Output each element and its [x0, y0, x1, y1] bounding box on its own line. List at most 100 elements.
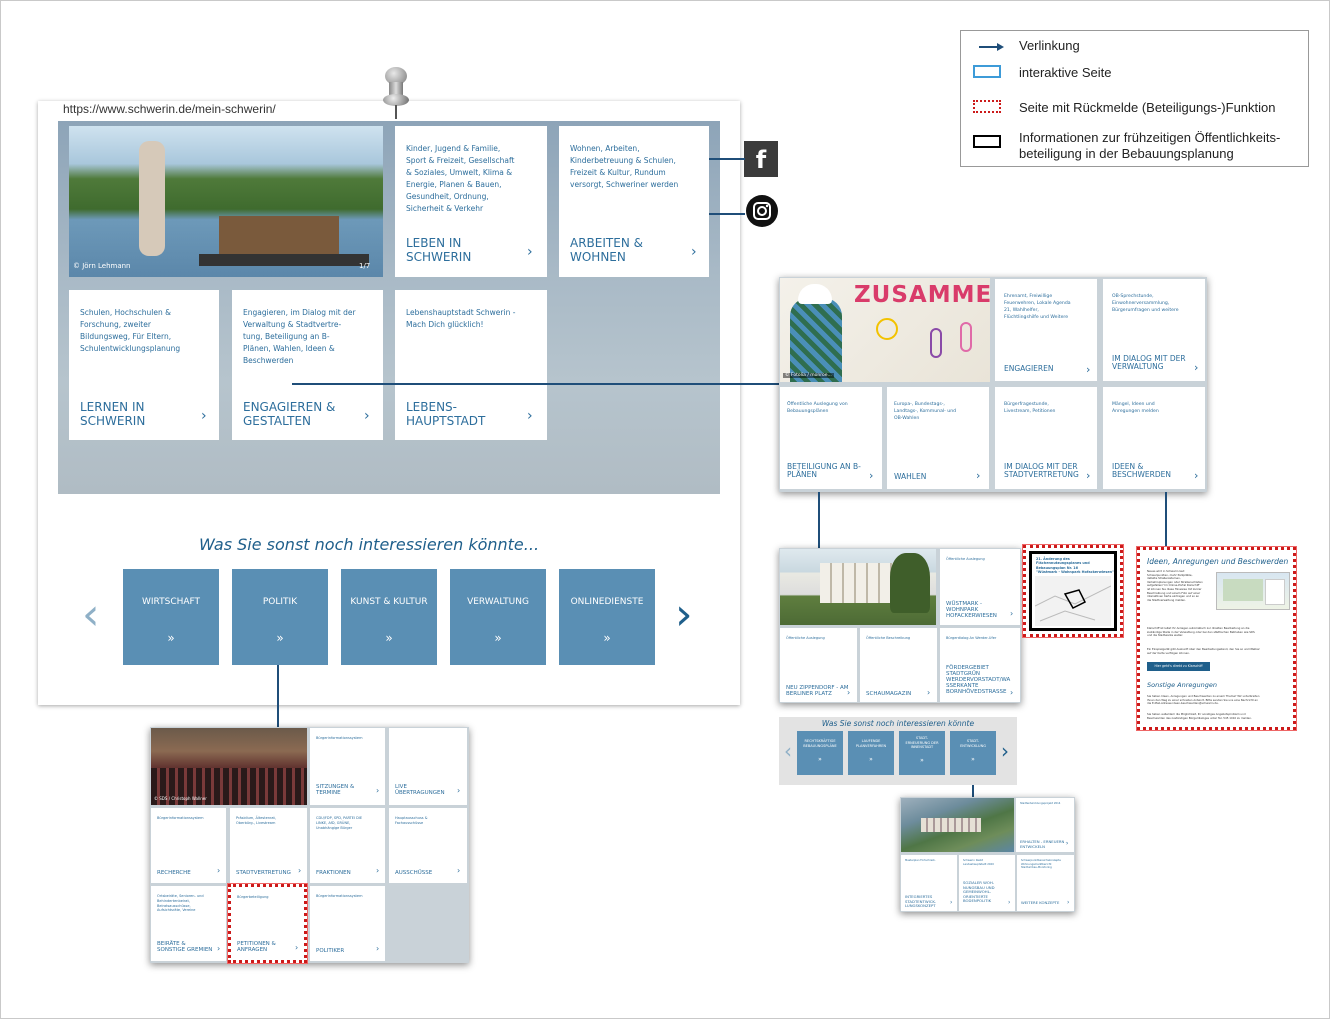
- chevron-right-icon: ›: [527, 408, 533, 424]
- facebook-icon[interactable]: f: [744, 141, 778, 177]
- tile-fraktionen[interactable]: CDU/FDP, SPD, PARTEI DIE LINKE, AfD, GRÜ…: [310, 808, 385, 883]
- tile-title: IM DIALOG MIT DER STADTVERTRETUNG: [1004, 462, 1079, 479]
- instagram-icon[interactable]: [745, 194, 779, 228]
- category-label: KUNST & KULTUR: [350, 597, 428, 607]
- tile-arbeiten-wohnen[interactable]: Wohnen, Arbeiten, Kinderbetreuung & Schu…: [559, 126, 709, 277]
- tile-lernen-in-schwerin[interactable]: Schulen, Hochschulen & Forschung, zweite…: [69, 290, 219, 440]
- tile-dialog-stadtvertretung[interactable]: Bürgerfragestunde, Livestream, Petitione…: [995, 387, 1097, 489]
- category-label: LAUFENDE PLANVERFAHREN: [855, 739, 887, 748]
- tile-title: AUSSCHÜSSE: [395, 870, 433, 876]
- carousel-prev-icon[interactable]: ‹: [784, 739, 792, 763]
- tile-title: ENGAGIEREN & GESTALTEN: [243, 400, 336, 428]
- tile-engagieren[interactable]: Ehrenamt, Freiwillige Feuerwehren, Lokal…: [995, 279, 1097, 381]
- photo-credit: © SDS / Christoph Wallner: [154, 796, 207, 801]
- link-line: [818, 492, 820, 548]
- tile-title: WÜSTMARK - WOHNPARK HOFACKERWIESEN: [946, 601, 997, 619]
- tile-desc: CDU/FDP, SPD, PARTEI DIE LINKE, AfD, GRÜ…: [316, 816, 363, 830]
- legend-feedback-label: Seite mit Rückmelde (Beteiligungs-)Funkt…: [1019, 100, 1276, 115]
- tile-erhalten-erneuern[interactable]: Stadtentwicklungsprojekt 2014 ERHALTEN -…: [1016, 798, 1074, 852]
- carousel-next-icon[interactable]: ›: [675, 589, 693, 640]
- link-line: [277, 665, 279, 727]
- info-swatch: [973, 135, 1001, 148]
- category-onlinedienste[interactable]: ONLINEDIENSTE »: [559, 569, 655, 665]
- tile-weitere-konzepte[interactable]: Schwerpunktbereichskonzepte Wohnungsmark…: [1017, 855, 1074, 911]
- tile-neu-zippendorf[interactable]: Öffentliche Auslegung NEU ZIPPENDORF - A…: [780, 628, 857, 702]
- tile-recherche[interactable]: Bürgerinformationssystem RECHERCHE ›: [151, 808, 226, 883]
- tile-beteiligung-b-plaenen[interactable]: Öffentliche Auslegung von Bebauungspläne…: [780, 387, 882, 489]
- tile-desc: Lebenshauptstadt Schwerin - Mach Dich gl…: [406, 308, 516, 329]
- tile-title: LEBEN IN SCHWERIN: [406, 236, 472, 264]
- klarschiff-button[interactable]: Hier geht's direkt zu Klarschiff: [1147, 662, 1210, 671]
- tile-lebenshauptstadt[interactable]: Lebenshauptstadt Schwerin - Mach Dich gl…: [395, 290, 547, 440]
- tile-sozialer-wohnungsbau[interactable]: Schwerin bleibt Landeshauptstadt 2020 SO…: [959, 855, 1015, 911]
- category-laufende[interactable]: LAUFENDE PLANVERFAHREN»: [848, 731, 894, 775]
- tile-desc: Schwerin bleibt Landeshauptstadt 2020: [963, 859, 994, 866]
- chevron-right-icon: ›: [869, 469, 874, 482]
- tile-engagieren-gestalten[interactable]: Engagieren, im Dialog mit der Verwaltung…: [232, 290, 383, 440]
- tile-live-uebertragungen[interactable]: LIVE ÜBERTRAGUNGEN ›: [389, 728, 467, 805]
- photo-credit: © Jörn Lehmann: [73, 262, 131, 270]
- tile-leben-in-schwerin[interactable]: Kinder, Jugend & Familie, Sport & Freize…: [395, 126, 547, 277]
- hero-photo: © Jörn Lehmann 1/7: [69, 126, 383, 277]
- double-chevron-icon: »: [971, 756, 975, 763]
- tile-sitzungen-termine[interactable]: Bürgerinformationssystem SITZUNGEN & TER…: [310, 728, 385, 805]
- category-stadterneuerung[interactable]: STADT- ERNEUERUNG DER INNENSTADT»: [899, 731, 945, 775]
- ideen-page-screenshot[interactable]: Ideen, Anregungen und Beschwerden Neues …: [1137, 547, 1296, 730]
- carousel-prev-icon[interactable]: ‹: [82, 589, 100, 640]
- tile-wahlen[interactable]: Europa-, Bundestags-, Landtags-, Kommuna…: [887, 387, 989, 489]
- chevron-right-icon: ›: [950, 899, 953, 906]
- tile-politiker[interactable]: Bürgerinformationssystem POLITIKER ›: [310, 886, 385, 961]
- tile-foerdergebiet[interactable]: Bürgerdialog An Werder-Ufer FÖRDERGEBIET…: [940, 628, 1020, 702]
- category-stadtentwicklung[interactable]: STADT- ENTWICKLUNG»: [950, 731, 996, 775]
- tile-desc: Öffentliche Auslegung: [786, 636, 825, 640]
- tile-title: LERNEN IN SCHWERIN: [80, 400, 146, 428]
- tile-desc: Bürgerdialog An Werder-Ufer: [946, 636, 997, 640]
- tile-title: NEU ZIPPENDORF - AM BERLINER PLATZ: [786, 685, 849, 697]
- tile-title: LEBENS- HAUPTSTADT: [406, 400, 486, 428]
- tile-schaumagazin[interactable]: Öffentliche Beschreibung SCHAUMAGAZIN ›: [860, 628, 937, 702]
- category-rechtskraeftige[interactable]: RECHTSKRÄFTIGE BEBAUUNGSPLÄNE»: [797, 731, 843, 775]
- section-title: Was Sie sonst noch interessieren könnte: [821, 719, 975, 728]
- category-kunst-kultur[interactable]: KUNST & KULTUR»: [341, 569, 437, 665]
- chevron-right-icon: ›: [1086, 469, 1091, 482]
- stadtentwicklung-page-screenshot: Stadtentwicklungsprojekt 2014 ERHALTEN -…: [900, 797, 1075, 912]
- category-verwaltung[interactable]: VERWALTUNG»: [450, 569, 546, 665]
- chevron-right-icon: ›: [1008, 899, 1011, 906]
- tile-desc: Öffentliche Auslegung von Bebauungspläne…: [787, 402, 848, 414]
- tile-desc: Öffentliche Beschreibung: [866, 636, 911, 640]
- tile-ideen-beschwerden[interactable]: Mängel, Ideen und Anregungen melden IDEE…: [1103, 387, 1205, 489]
- category-wirtschaft[interactable]: WIRTSCHAFT»: [123, 569, 219, 665]
- bplan-document-thumbnail[interactable]: 21. Änderung des Flächennutzungsplanes u…: [1023, 545, 1123, 637]
- chevron-right-icon: ›: [376, 866, 380, 875]
- tile-title: FRAKTIONEN: [316, 870, 351, 876]
- carousel-next-icon[interactable]: ›: [1001, 739, 1009, 763]
- legend-info-label: Informationen zur frühzeitigen Öffentlic…: [1019, 130, 1281, 161]
- legend-box: Verlinkung interaktive Seite Seite mit R…: [960, 30, 1309, 167]
- category-politik[interactable]: POLITIK»: [232, 569, 328, 665]
- tile-ausschuesse[interactable]: Hauptausschuss & Fachausschüsse AUSSCHÜS…: [389, 808, 467, 883]
- tile-desc: Masterplan Fortschreib.: [905, 859, 936, 862]
- category-label: ONLINEDIENSTE: [570, 597, 644, 607]
- tile-title: IDEEN & BESCHWERDEN: [1112, 462, 1172, 479]
- tile-dialog-verwaltung[interactable]: OB-Sprechstunde, Einwohnerversammlung, B…: [1103, 279, 1205, 381]
- zusammen-text: ZUSAMMEN: [854, 282, 990, 308]
- tile-wuestmark[interactable]: Öffentliche Auslegung WÜSTMARK - WOHNPAR…: [940, 549, 1020, 625]
- tile-petitionen-anfragen[interactable]: Bürgerbeteiligung PETITIONEN & ANFRAGEN …: [228, 884, 307, 963]
- legend-link-label: Verlinkung: [1019, 38, 1080, 53]
- tile-title: WEITERE KONZEPTE: [1021, 900, 1060, 905]
- arrow-icon: [979, 43, 1004, 51]
- legend-interactive-label: interaktive Seite: [1019, 65, 1112, 80]
- tile-beiraete-gremien[interactable]: Ortsbeiräte, Senioren- und Behindertenbe…: [151, 886, 226, 961]
- tile-desc: Öffentliche Auslegung: [946, 557, 985, 561]
- chevron-right-icon: ›: [1010, 609, 1014, 618]
- chevron-right-icon: ›: [527, 244, 533, 260]
- tile-stadtvertretung[interactable]: Präsidium, Ältestenrat, Oberbürg., Lives…: [230, 808, 307, 883]
- double-chevron-icon: »: [603, 631, 611, 645]
- tile-title: ARBEITEN & WOHNEN: [570, 236, 643, 264]
- tile-integriertes-konzept[interactable]: Masterplan Fortschreib. INTEGRIERTES STA…: [901, 855, 957, 911]
- aerial-photo: [901, 798, 1014, 852]
- chevron-right-icon: ›: [1086, 363, 1091, 376]
- tile-desc: Bürgerinformationssystem: [316, 894, 363, 898]
- link-line: [1165, 492, 1167, 548]
- tile-title: SOZIALER WOH- NUNGSBAU UND GEMEINWOHL- O…: [963, 880, 995, 903]
